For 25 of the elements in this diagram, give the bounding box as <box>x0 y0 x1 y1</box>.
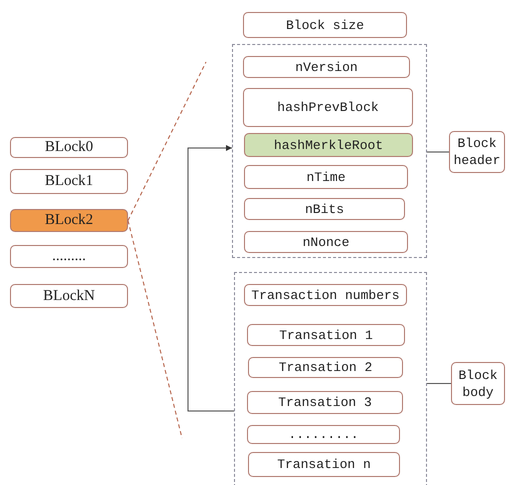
field-box: BLock0 <box>10 137 128 158</box>
field-box: nVersion <box>243 56 410 78</box>
connector-line <box>426 383 452 384</box>
field-box: hashMerkleRoot <box>244 133 413 157</box>
dashed-group-frame <box>234 272 427 485</box>
field-box: BLock2 <box>10 209 128 232</box>
zoom-line <box>128 62 206 221</box>
field-box: Block size <box>243 12 407 38</box>
field-box: ......... <box>247 425 400 444</box>
field-box: Transation n <box>248 452 400 477</box>
section-label: Block header <box>449 131 505 173</box>
dashed-group-frame <box>232 44 427 258</box>
field-box: Transation 2 <box>248 357 403 378</box>
field-box: BLock1 <box>10 169 128 194</box>
field-box: nBits <box>244 198 405 220</box>
field-box: nNonce <box>244 231 408 253</box>
field-box: Transation 1 <box>247 324 405 346</box>
field-box: nTime <box>244 165 408 189</box>
field-box: Transaction numbers <box>244 284 407 306</box>
arrow <box>188 145 234 412</box>
field-box: hashPrevBlock <box>243 88 413 127</box>
section-label: Block body <box>451 362 505 405</box>
field-box: Transation 3 <box>247 391 403 414</box>
field-box: BLockN <box>10 284 128 308</box>
field-box: ......... <box>10 245 128 268</box>
